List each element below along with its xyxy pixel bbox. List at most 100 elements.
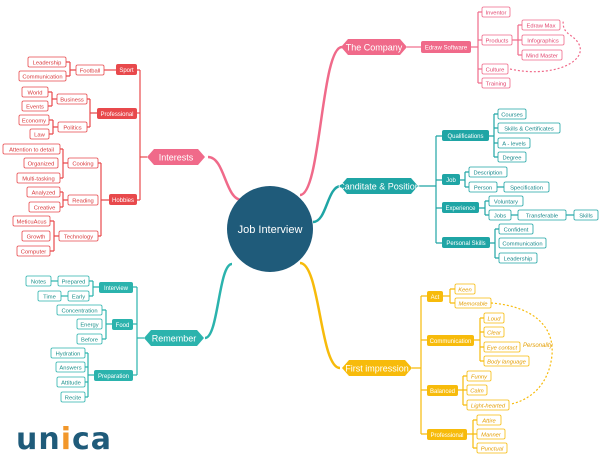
node-interview-box (99, 282, 133, 293)
leaf-before[interactable]: Before (76, 333, 103, 345)
leaf-leadership-cand[interactable]: Leadership (498, 252, 538, 264)
leaf-manner-box (476, 428, 506, 440)
leaf-hydration[interactable]: Hydration (50, 347, 86, 359)
leaf-skills[interactable]: Skills (573, 209, 599, 221)
leaf-football[interactable]: Football (75, 64, 105, 76)
topic-the-company[interactable]: The Company (341, 39, 407, 55)
topic-interests[interactable]: Interests (147, 149, 205, 165)
leaf-punctual[interactable]: Punctual (476, 442, 508, 454)
leaf-cooking[interactable]: Cooking (67, 157, 99, 169)
leaf-growth-box (21, 230, 51, 242)
node-qualifications[interactable]: Qualifications (442, 130, 489, 141)
leaf-technology[interactable]: Technology (58, 230, 99, 242)
leaf-notes[interactable]: Notes (25, 275, 52, 287)
central-topic-circle (227, 186, 313, 272)
leaf-inventor[interactable]: Inventor (481, 6, 511, 18)
leaf-degree[interactable]: Degree (497, 151, 527, 163)
node-experience[interactable]: Experience (442, 202, 479, 213)
leaf-world[interactable]: World (21, 86, 49, 98)
topic-interests-label: Interests (159, 153, 194, 163)
leaf-leadership[interactable]: Leadership (27, 56, 67, 68)
leaf-voluntary[interactable]: Voluntary (488, 195, 524, 207)
leaf-description[interactable]: Description (468, 166, 508, 178)
leaf-loud[interactable]: Loud (483, 312, 505, 324)
node-job[interactable]: Job (442, 174, 460, 185)
leaf-culture[interactable]: Culture (481, 63, 509, 75)
leaf-prepared[interactable]: Prepared (57, 275, 90, 287)
leaf-attitude[interactable]: Attitude (56, 376, 86, 388)
leaf-attention-to-detail[interactable]: Attention to detail (2, 143, 61, 155)
leaf-multitasking[interactable]: Multi-tasking (16, 172, 61, 184)
central-topic[interactable]: Job Interview (227, 186, 313, 272)
leaf-politics[interactable]: Politics (57, 121, 88, 133)
leaf-communication-cand[interactable]: Communication (498, 237, 547, 249)
leaf-organized[interactable]: Organized (23, 157, 59, 169)
node-sport[interactable]: Sport (116, 64, 137, 75)
leaf-infographics[interactable]: Infographics (521, 34, 565, 46)
leaf-reading[interactable]: Reading (67, 194, 99, 206)
node-communication-imp[interactable]: Communication (427, 335, 474, 346)
leaf-skills-certificates[interactable]: Skills & Certificates (497, 122, 561, 134)
leaf-recite[interactable]: Recite (60, 391, 86, 403)
leaf-mind-master[interactable]: Mind Master (521, 49, 563, 61)
leaf-jobs[interactable]: Jobs (488, 209, 512, 221)
leaf-a-levels[interactable]: A - levels (497, 137, 531, 149)
node-preparation[interactable]: Preparation (94, 370, 133, 381)
leaf-specification[interactable]: Specification (503, 181, 550, 193)
leaf-economy[interactable]: Economy (18, 114, 50, 126)
leaf-early[interactable]: Early (67, 290, 90, 302)
leaf-edraw-max-box (521, 19, 561, 31)
leaf-communication[interactable]: Communication (18, 70, 67, 82)
leaf-eye-contact[interactable]: Eye contact (483, 341, 521, 353)
leaf-confident[interactable]: Confident (498, 223, 534, 235)
leaf-light-hearted[interactable]: Light-hearted (466, 399, 510, 411)
leaf-creative[interactable]: Creative (28, 201, 61, 213)
node-professional-imp[interactable]: Professional (427, 429, 467, 440)
leaf-confident-box (498, 223, 534, 235)
node-act[interactable]: Act (427, 291, 443, 302)
leaf-events[interactable]: Events (21, 100, 49, 112)
leaf-manner[interactable]: Manner (476, 428, 506, 440)
leaf-time[interactable]: Time (37, 290, 62, 302)
leaf-multitasking-label: Multi-tasking (22, 176, 55, 182)
leaf-business[interactable]: Business (56, 93, 88, 105)
leaf-person[interactable]: Person (468, 181, 498, 193)
node-personal-skills[interactable]: Personal Skills (442, 237, 490, 248)
topic-first-impression[interactable]: First impression (342, 360, 412, 376)
node-hobbies[interactable]: Hobbies (109, 194, 137, 205)
leaf-products-label: Products (486, 38, 509, 44)
node-balanced[interactable]: Balanced (427, 385, 458, 396)
node-edraw-software[interactable]: Edraw Software (421, 41, 471, 53)
leaf-products-box (481, 34, 513, 46)
leaf-meticulous[interactable]: MeticuAcus (12, 215, 51, 227)
leaf-analyzed[interactable]: Analyzed (26, 186, 61, 198)
leaf-attire[interactable]: Attire (476, 414, 502, 426)
leaf-clear[interactable]: Clear (483, 326, 505, 338)
topic-candidate-position[interactable]: Canditate & Position (338, 178, 420, 194)
leaf-organized-label: Organized (28, 161, 55, 167)
leaf-products[interactable]: Products (481, 34, 513, 46)
leaf-computer[interactable]: Computer (16, 245, 51, 257)
leaf-keen[interactable]: Keen (454, 283, 476, 295)
leaf-degree-label: Degree (502, 155, 521, 161)
leaf-courses[interactable]: Courses (497, 108, 527, 120)
leaf-training[interactable]: Training (481, 77, 511, 89)
leaf-growth[interactable]: Growth (21, 230, 51, 242)
leaf-funny[interactable]: Funny (466, 370, 492, 382)
leaf-energy[interactable]: Energy (76, 318, 103, 330)
leaf-transferable[interactable]: Transferable (517, 209, 567, 221)
leaf-calm[interactable]: Calm (466, 384, 488, 396)
leaf-body-language[interactable]: Body language (483, 355, 530, 367)
leaf-law[interactable]: Law (29, 128, 50, 140)
topic-remember[interactable]: Remember (144, 330, 204, 346)
leaf-answers[interactable]: Answers (55, 361, 86, 373)
node-professional[interactable]: Professional (97, 108, 137, 119)
node-experience-box (442, 202, 479, 213)
leaf-memorable[interactable]: Memorable (454, 297, 492, 309)
node-interview[interactable]: Interview (99, 282, 133, 293)
node-edraw-software-box (421, 41, 471, 53)
node-sport-label: Sport (119, 68, 134, 74)
node-food[interactable]: Food (112, 319, 133, 330)
leaf-concentration[interactable]: Concentration (56, 304, 103, 316)
leaf-edraw-max[interactable]: Edraw Max (521, 19, 561, 31)
